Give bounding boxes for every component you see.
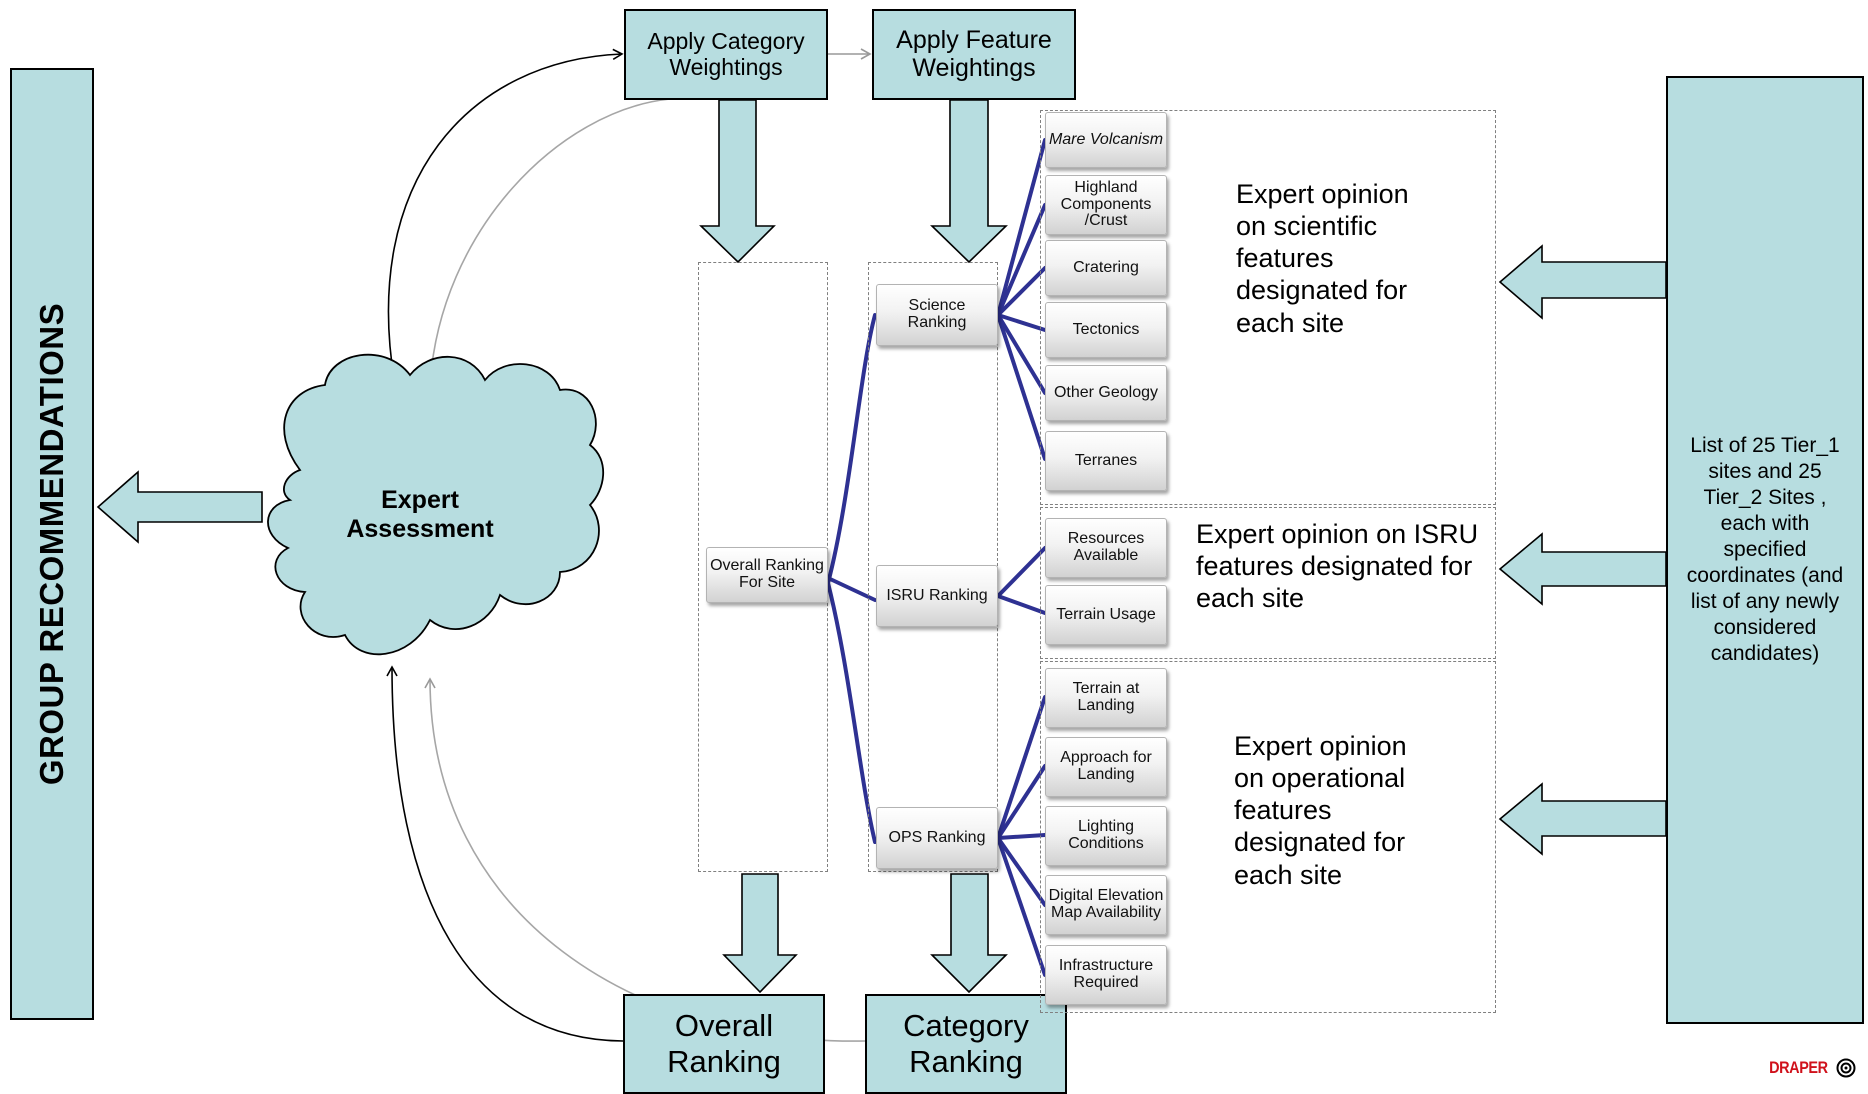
arrow-down-overall-ranking bbox=[722, 873, 798, 994]
connector-overall-to-ops bbox=[826, 581, 877, 844]
science-opinion-text: Expert opinion on scientific features de… bbox=[1236, 179, 1409, 338]
group-recommendations-label: GROUP RECOMMENDATIONS bbox=[33, 302, 70, 786]
isru-panel bbox=[1040, 507, 1496, 659]
feature-terranes: Terranes bbox=[1045, 431, 1167, 491]
expert-assessment-label: Expert Assessment bbox=[346, 486, 494, 543]
feature-digital-elevation-map: Digital Elevation Map Availability bbox=[1045, 875, 1167, 935]
connector-ops-f3 bbox=[996, 833, 1047, 840]
connector-overall-to-science bbox=[826, 313, 877, 585]
feature-terrain-usage: Terrain Usage bbox=[1045, 585, 1167, 645]
connector-ops-f2 bbox=[996, 764, 1047, 840]
curve-from-overall-ranking bbox=[386, 665, 624, 1042]
feature-resources-available: Resources Available bbox=[1045, 518, 1167, 578]
connector-ops-f1 bbox=[996, 695, 1047, 840]
site-list-box: List of 25 Tier_1 sites and 25 Tier_2 Si… bbox=[1666, 76, 1864, 1024]
arrow-to-isru-panel bbox=[1498, 532, 1667, 606]
connector-science-f3 bbox=[996, 266, 1047, 317]
arrow-down-category-weightings bbox=[699, 99, 776, 264]
category-ranking-box: Category Ranking bbox=[865, 994, 1067, 1094]
feature-terrain-at-landing: Terrain at Landing bbox=[1045, 668, 1167, 728]
connector-science-f6 bbox=[996, 313, 1047, 461]
overall-ranking-box: Overall Ranking bbox=[623, 994, 825, 1094]
connector-ops-f5 bbox=[996, 836, 1047, 977]
feature-cratering: Cratering bbox=[1045, 240, 1167, 296]
connector-overall-to-isru bbox=[826, 576, 877, 602]
curve-to-category-weightings bbox=[387, 48, 624, 386]
draper-logo: DRAPER bbox=[1764, 1058, 1856, 1078]
feature-other-geology: Other Geology bbox=[1045, 365, 1167, 421]
draper-logo-icon bbox=[1836, 1058, 1856, 1078]
ops-opinion-text: Expert opinion on operational features d… bbox=[1234, 731, 1407, 890]
arrow-down-category-ranking bbox=[930, 873, 1008, 994]
curve-from-category-weightings-gray bbox=[429, 98, 671, 386]
ops-panel bbox=[1040, 661, 1496, 1013]
apply-feature-weightings-box: Apply Feature Weightings bbox=[872, 9, 1076, 100]
connector-science-f2 bbox=[996, 203, 1047, 317]
draper-logo-text: DRAPER bbox=[1769, 1058, 1828, 1077]
feature-tectonics: Tectonics bbox=[1045, 302, 1167, 358]
isru-opinion-text: Expert opinion on ISRU features designat… bbox=[1196, 519, 1479, 614]
overall-ranking-for-site-node: Overall Ranking For Site bbox=[706, 547, 828, 603]
feature-mare-volcanism: Mare Volcanism bbox=[1045, 112, 1167, 168]
group-recommendations-bar bbox=[10, 68, 94, 1020]
expert-assessment-cloud bbox=[267, 353, 605, 656]
connector-isru-f2 bbox=[996, 594, 1047, 615]
science-ranking-node: Science Ranking bbox=[876, 284, 998, 346]
connector-isru-f1 bbox=[996, 546, 1047, 598]
arrow-to-group-recommendations bbox=[96, 470, 263, 544]
connector-ops-f4 bbox=[996, 836, 1047, 907]
isru-ranking-node: ISRU Ranking bbox=[876, 565, 998, 627]
arrow-down-feature-weightings bbox=[930, 99, 1008, 264]
arrow-to-science-panel bbox=[1498, 244, 1667, 320]
connector-science-f4 bbox=[996, 313, 1047, 332]
connector-science-f5 bbox=[996, 313, 1047, 395]
connector-science-f1 bbox=[996, 138, 1047, 317]
apply-category-weightings-box: Apply Category Weightings bbox=[624, 9, 828, 100]
ops-ranking-node: OPS Ranking bbox=[876, 807, 998, 869]
science-panel bbox=[1040, 110, 1496, 505]
feature-lighting-conditions: Lighting Conditions bbox=[1045, 806, 1167, 866]
feature-highland-components: Highland Components /Crust bbox=[1045, 175, 1167, 235]
feature-approach-for-landing: Approach for Landing bbox=[1045, 737, 1167, 797]
arrow-to-ops-panel bbox=[1498, 782, 1667, 856]
feature-infrastructure-required: Infrastructure Required bbox=[1045, 945, 1167, 1005]
